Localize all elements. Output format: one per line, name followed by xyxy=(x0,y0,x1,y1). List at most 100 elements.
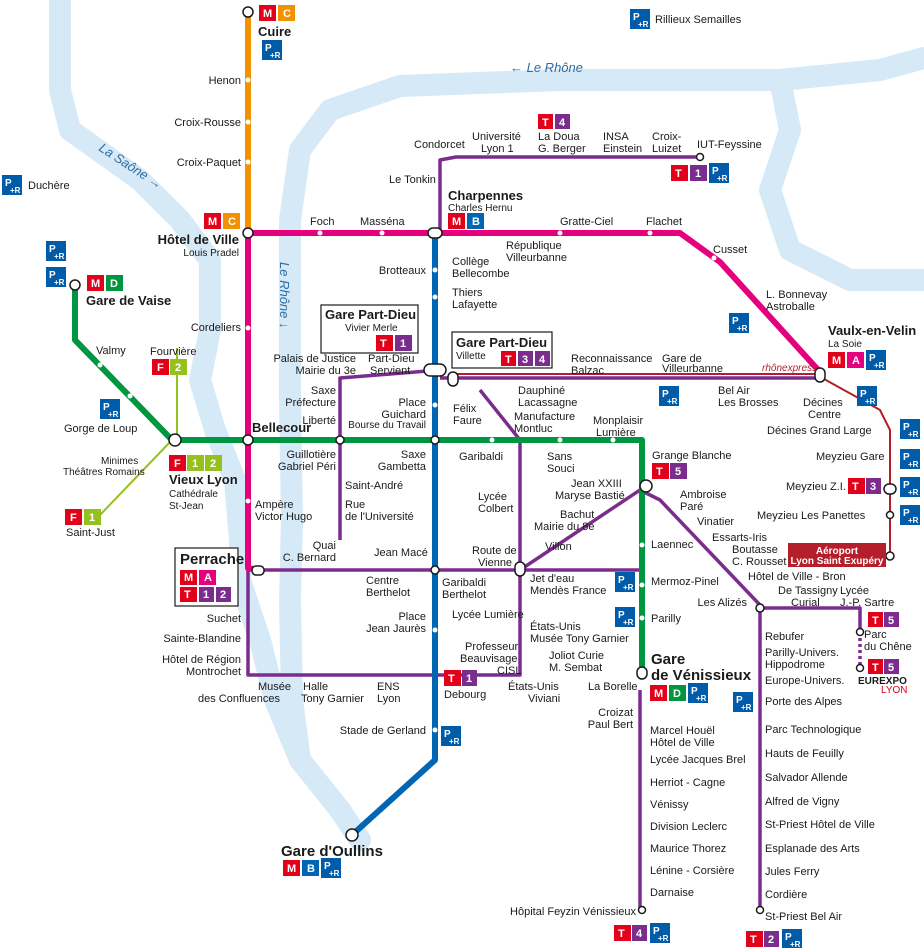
station-hotel-de-ville: Hôtel de Ville xyxy=(158,232,239,247)
pr-icon xyxy=(900,505,920,525)
station-division-leclerc: Division Leclerc xyxy=(650,821,728,833)
station-eurexpo: EUREXPO xyxy=(858,676,907,687)
station-suchet: Suchet xyxy=(207,613,241,625)
station-college-2: Bellecombe xyxy=(452,268,509,280)
station-guillotiere-1: Guillotière xyxy=(286,449,336,461)
station-parc-chene-1: Parc xyxy=(864,629,887,641)
station-marcel-2: Hôtel de Ville xyxy=(650,737,715,749)
pr-icon xyxy=(321,858,341,878)
station-sans-souci-2: Souci xyxy=(547,463,575,475)
station-alfred: Alfred de Vigny xyxy=(765,796,840,808)
gare-oullins-terminus xyxy=(345,828,359,842)
station-cusset: Cusset xyxy=(713,244,747,256)
station-bachut-2: Mairie du 8e xyxy=(534,521,595,533)
eurexpo-terminus xyxy=(855,663,865,673)
station-reconnaissance-1: Reconnaissance xyxy=(571,353,652,365)
svg-text:C: C xyxy=(283,8,291,20)
station-insa-2: Einstein xyxy=(603,143,642,155)
svg-text:T: T xyxy=(380,338,387,350)
rivers xyxy=(49,0,924,851)
station-part-dieu-vm: Gare Part-Dieu xyxy=(325,307,416,322)
svg-text:3: 3 xyxy=(870,481,876,493)
station-minimes-1: Minimes xyxy=(101,456,138,467)
station-bonnevay-2: Astroballe xyxy=(766,301,815,313)
station-villon: Villon xyxy=(545,541,572,553)
station-aeroport-2: Lyon Saint Exupéry xyxy=(791,556,884,567)
station-laennec: Laennec xyxy=(651,539,694,551)
station-darnaise: Darnaise xyxy=(650,887,694,899)
svg-text:M: M xyxy=(184,572,193,584)
station-pd-servient-1: Part-Dieu xyxy=(368,353,414,365)
station-monplaisir-2: Lumière xyxy=(596,427,636,439)
station-sans-souci-1: Sans xyxy=(547,451,573,463)
station-part-dieu-vi: Gare Part-Dieu xyxy=(456,335,547,350)
station-europe: Europe-Univers. xyxy=(765,675,844,687)
station-venissy: Vénissy xyxy=(650,799,689,811)
svg-text:T: T xyxy=(618,928,625,940)
station-fourviere: Fourvière xyxy=(150,346,196,358)
svg-text:T: T xyxy=(656,466,663,478)
station-perrache: Perrache xyxy=(180,551,244,568)
svg-text:1: 1 xyxy=(466,673,472,685)
station-ladoua-2: G. Berger xyxy=(538,143,586,155)
station-valmy: Valmy xyxy=(96,345,126,357)
station-decines-centre-2: Centre xyxy=(808,409,841,421)
station-massena: Masséna xyxy=(360,216,406,228)
station-place-guichard-1: Place xyxy=(398,397,426,409)
station-rebufer: Rebufer xyxy=(765,631,804,643)
aeroport-terminus xyxy=(885,551,895,561)
pr-icon xyxy=(441,726,461,746)
tram-line-t1-west xyxy=(338,368,441,540)
saxe-gambetta-interchange xyxy=(430,435,440,445)
part-dieu-villette-interchange xyxy=(447,371,459,387)
rhonexpress-line xyxy=(450,373,891,556)
station-brotteaux: Brotteaux xyxy=(379,265,427,277)
pr-icon xyxy=(733,692,753,712)
station-lycee-colbert-2: Colbert xyxy=(478,503,513,515)
station-gare-villeurbanne-2: Villeurbanne xyxy=(662,363,723,375)
station-cordeliers: Cordeliers xyxy=(191,322,242,334)
station-gorge-loup: Gorge de Loup xyxy=(64,423,137,435)
station-parilly: Parilly xyxy=(651,613,681,625)
gare-vaise-terminus xyxy=(69,279,81,291)
rhone-branch-east xyxy=(759,69,924,291)
svg-text:1: 1 xyxy=(695,168,701,180)
svg-text:T: T xyxy=(872,662,879,674)
station-ladoua-1: La Doua xyxy=(538,131,580,143)
station-lycee-sartre-2: J.-P. Sartre xyxy=(840,597,894,609)
pr-icon xyxy=(650,923,670,943)
station-part-dieu-vm-sub: Vivier Merle xyxy=(345,323,398,334)
station-bonnevay-1: L. Bonnevay xyxy=(766,289,828,301)
station-vaulx: Vaulx-en-Velin xyxy=(828,323,916,338)
guillotiere-interchange xyxy=(335,435,345,445)
pr-icon xyxy=(857,386,877,406)
station-hotel-de-ville-sub: Louis Pradel xyxy=(183,248,239,259)
station-bel-air-2: Les Brosses xyxy=(718,397,779,409)
station-manufacture-2: Montluc xyxy=(514,423,553,435)
station-bachut-1: Bachut xyxy=(560,509,594,521)
station-jet-deau-2: Mendès France xyxy=(530,585,606,597)
interchanges xyxy=(69,6,897,915)
station-la-borelle: La Borelle xyxy=(588,681,638,693)
svg-text:M: M xyxy=(832,355,841,367)
station-dauphine-2: Lacassagne xyxy=(518,397,577,409)
station-sainte-blandine: Sainte-Blandine xyxy=(163,633,241,645)
station-ens-2: Lyon xyxy=(377,693,400,705)
station-musee-1: Musée xyxy=(258,681,291,693)
svg-text:5: 5 xyxy=(888,662,894,674)
pr-icon xyxy=(900,419,920,439)
station-etats-unis-viviani-2: Viviani xyxy=(528,693,560,705)
station-dots xyxy=(97,77,763,733)
saone-north xyxy=(49,0,81,141)
station-cuire: Cuire xyxy=(258,24,291,39)
station-tassigny-1: De Tassigny xyxy=(778,585,838,597)
hopital-feyzin-terminus xyxy=(637,905,647,915)
pr-icon xyxy=(900,449,920,469)
station-rue-univ-1: Rue xyxy=(345,499,365,511)
station-vieux-lyon-sub2: St-Jean xyxy=(169,501,203,512)
station-les-alizes: Les Alizés xyxy=(697,597,747,609)
station-salvador: Salvador Allende xyxy=(765,772,848,784)
station-jules-ferry: Jules Ferry xyxy=(765,866,820,878)
station-meyzieu-zi: Meyzieu Z.I. xyxy=(786,481,846,493)
svg-text:T: T xyxy=(852,481,859,493)
